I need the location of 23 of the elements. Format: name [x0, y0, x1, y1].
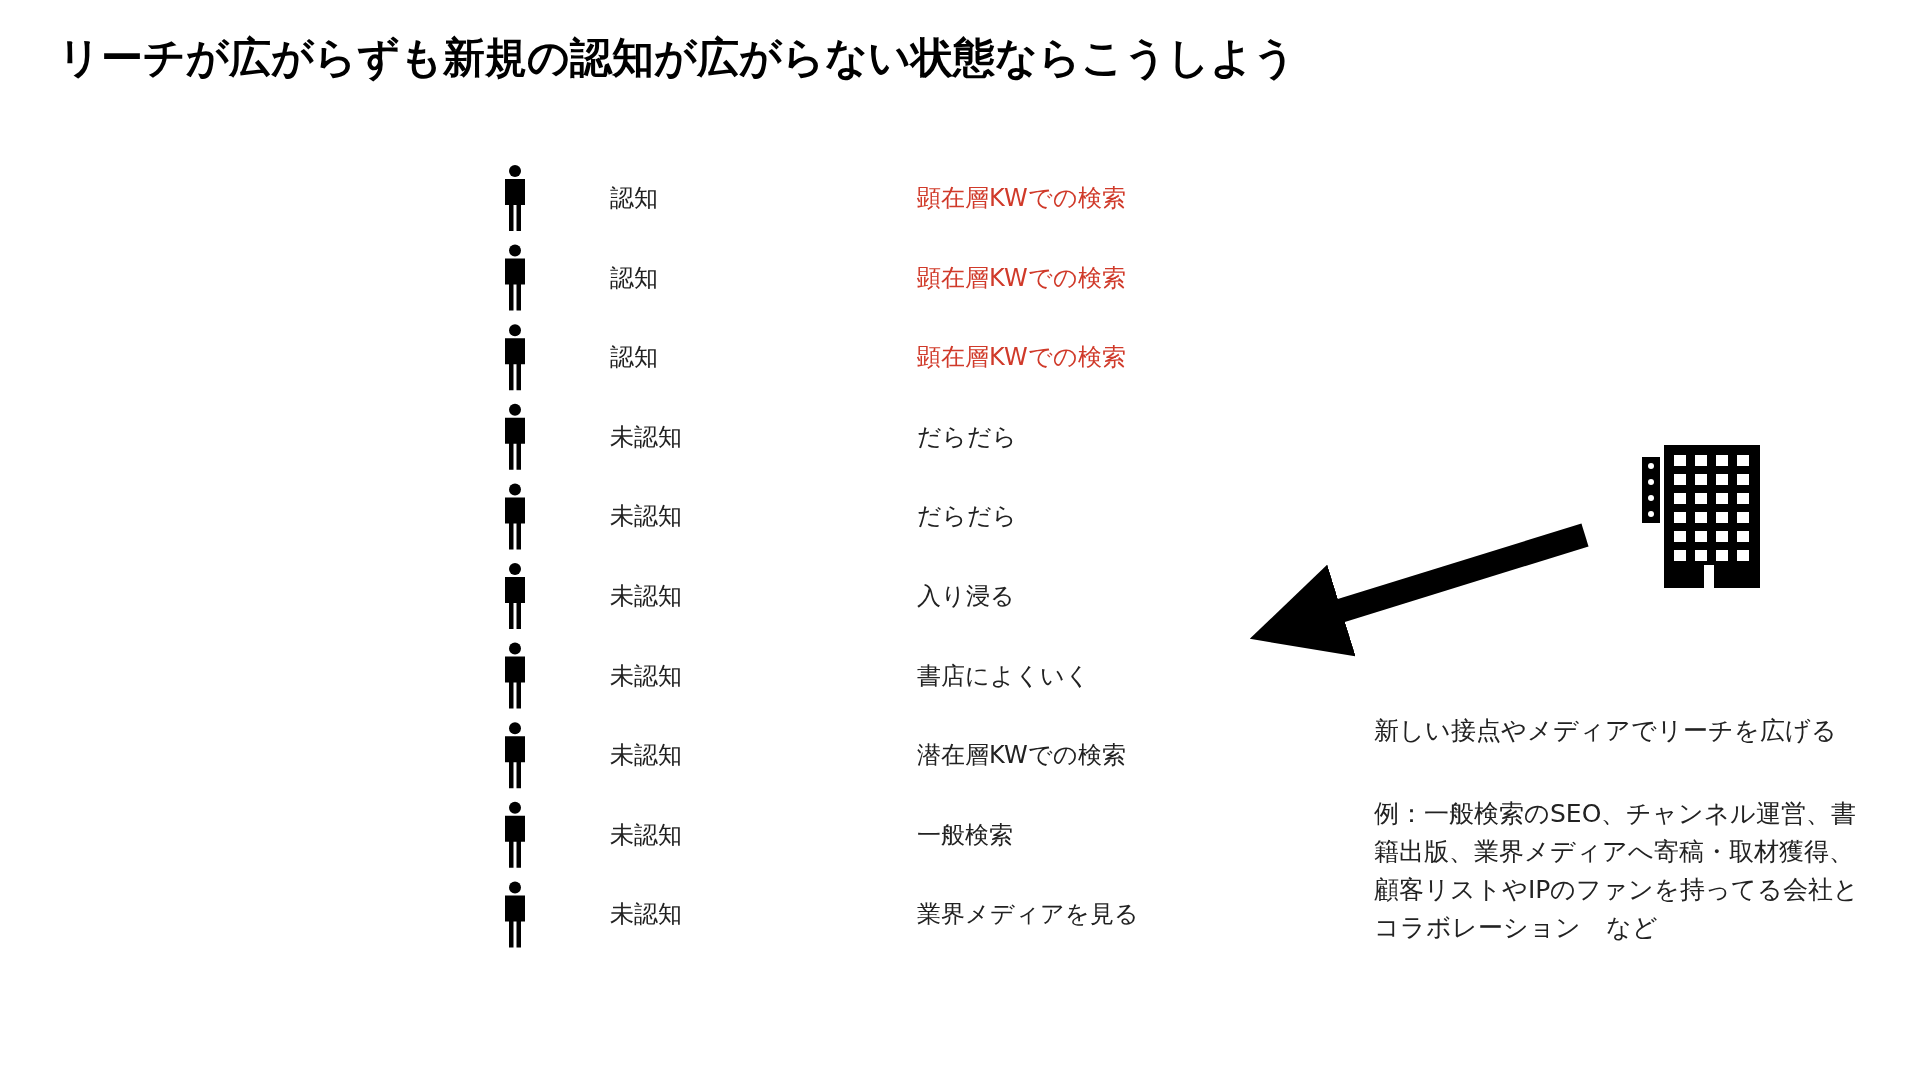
status-text: 未認知	[610, 740, 682, 772]
status-text: 認知	[610, 183, 658, 214]
example-text: 例：一般検索のSEO、チャンネル運営、書籍出版、業界メディアへ寄稿・取材獲得、顧客リストやIPのファンを持ってる会社とコラボレーション など	[1374, 798, 1861, 944]
status-text: 認知	[610, 262, 658, 294]
title: リーチが広がらずも新規の認知が広がらない状態ならこうしよう	[58, 32, 1296, 84]
status-text: 未認知	[610, 660, 682, 692]
status-text: 未認知	[610, 819, 682, 851]
behavior-text: 顕在層KWでの検索	[917, 183, 1126, 214]
status-text: 未認知	[610, 501, 682, 533]
status-text: 未認知	[610, 421, 682, 453]
behavior-text: 業界メディアを見る	[917, 899, 1139, 931]
status-text: 未認知	[610, 899, 682, 931]
behavior-text: 書店によくいく	[917, 660, 1090, 692]
status-text: 認知	[610, 342, 658, 374]
behavior-text: 潜在層KWでの検索	[917, 740, 1126, 772]
behavior-text: 顕在層KWでの検索	[917, 262, 1126, 294]
behavior-text: だらだら	[917, 421, 1017, 453]
status-text: 未認知	[610, 581, 682, 612]
behavior-text: 顕在層KWでの検索	[917, 342, 1126, 374]
behavior-text: 一般検索	[917, 819, 1013, 851]
behavior-text: 入り浸る	[917, 581, 1015, 612]
behavior-text: だらだら	[917, 501, 1017, 533]
heading-text: 新しい接点やメディアでリーチを広げる	[1374, 715, 1838, 747]
